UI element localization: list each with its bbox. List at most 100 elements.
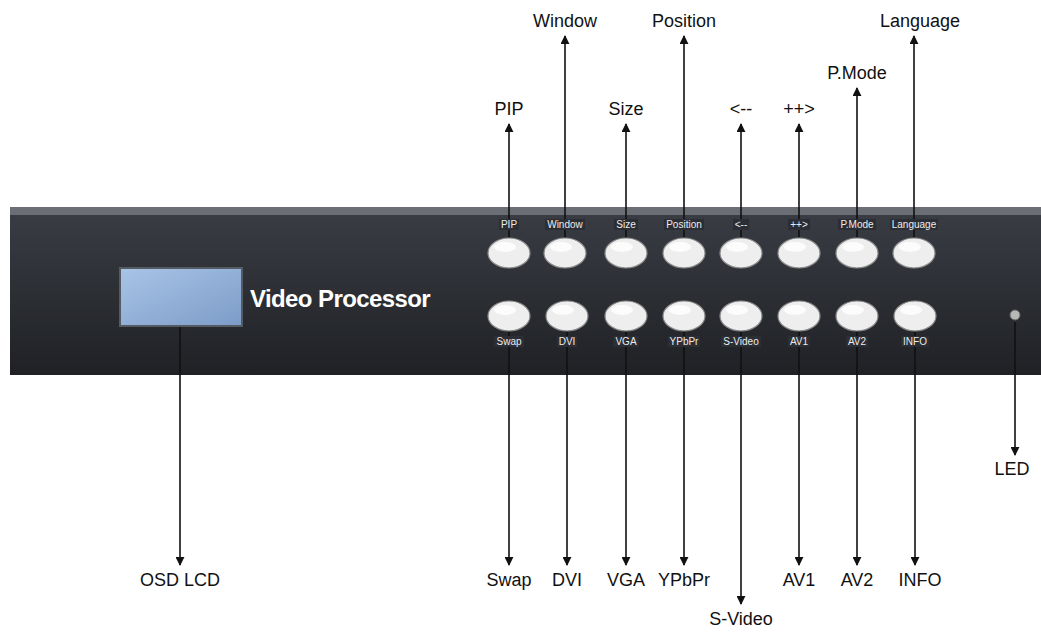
front-panel — [10, 207, 1041, 375]
callout-label: LED — [994, 458, 1029, 480]
button-label-text: Language — [890, 219, 939, 230]
button-cap — [829, 236, 885, 270]
button-face — [605, 238, 647, 268]
button-face — [836, 238, 878, 268]
button-face — [720, 301, 762, 331]
callout-label: OSD LCD — [140, 569, 220, 591]
callout-label: S-Video — [709, 608, 773, 630]
button-label-text: VGA — [613, 336, 638, 347]
button-cap — [771, 236, 827, 270]
button-label: ++> — [771, 218, 827, 232]
leader-line — [683, 36, 685, 238]
button-face — [488, 301, 530, 331]
leader-line — [564, 36, 566, 238]
button-label-text: Size — [614, 219, 637, 230]
leader-line — [856, 88, 858, 238]
button-cap — [656, 299, 712, 333]
panel-button: S-Video — [713, 299, 769, 355]
leader-line — [179, 327, 181, 565]
panel-button: Size — [598, 218, 654, 274]
button-label-text: Swap — [494, 336, 523, 347]
button-cap — [539, 299, 595, 333]
button-cap — [887, 299, 943, 333]
leader-line — [798, 331, 800, 565]
button-cap — [713, 299, 769, 333]
button-face — [605, 301, 647, 331]
panel-button: Swap — [481, 299, 537, 355]
leader-line — [625, 331, 627, 565]
button-label-text: YPbPr — [668, 336, 701, 347]
button-face — [893, 238, 935, 268]
button-label: DVI — [539, 335, 595, 349]
button-cap — [771, 299, 827, 333]
button-cap — [713, 236, 769, 270]
button-label: AV1 — [771, 335, 827, 349]
leader-line — [1014, 322, 1016, 455]
button-label-text: ++> — [788, 219, 810, 230]
button-cap — [481, 299, 537, 333]
button-label-text: P.Mode — [838, 219, 875, 230]
button-label: <-- — [713, 218, 769, 232]
panel-button: AV2 — [829, 299, 885, 355]
panel-button: Position — [656, 218, 712, 274]
button-label-text: INFO — [901, 336, 929, 347]
callout-label: PIP — [494, 98, 523, 120]
button-face — [836, 301, 878, 331]
button-cap — [598, 236, 654, 270]
button-shine — [611, 305, 633, 315]
button-shine — [669, 305, 691, 315]
button-shine — [494, 242, 516, 252]
button-cap — [829, 299, 885, 333]
button-label: AV2 — [829, 335, 885, 349]
button-label-text: S-Video — [721, 336, 760, 347]
leader-line — [856, 331, 858, 565]
leader-line — [914, 331, 916, 565]
callout-label: <-- — [730, 98, 753, 120]
front-panel: Video Processor PIP Window Size Position <-- +… — [10, 207, 1041, 375]
button-shine — [494, 305, 516, 315]
callout-label: AV2 — [841, 569, 874, 591]
callout-label: Position — [652, 10, 716, 32]
button-label: Position — [656, 218, 712, 232]
button-label: P.Mode — [829, 218, 885, 232]
button-label-text: Window — [545, 219, 585, 230]
button-shine — [900, 305, 922, 315]
callout-label: YPbPr — [658, 569, 710, 591]
button-shine — [784, 242, 806, 252]
button-label: Swap — [481, 335, 537, 349]
panel-button: Window — [537, 218, 593, 274]
button-label: Window — [537, 218, 593, 232]
panel-button: P.Mode — [829, 218, 885, 274]
button-label: VGA — [598, 335, 654, 349]
callout-label: DVI — [552, 569, 582, 591]
device-title: Video Processor — [250, 285, 430, 313]
panel-button: INFO — [887, 299, 943, 355]
callout-label: AV1 — [783, 569, 816, 591]
button-face — [488, 238, 530, 268]
leader-lines — [180, 36, 1015, 604]
callout-label: Size — [608, 98, 643, 120]
button-face — [894, 301, 936, 331]
panel-button: YPbPr — [656, 299, 712, 355]
button-shine — [550, 242, 572, 252]
button-shine — [726, 305, 748, 315]
button-shine — [842, 305, 864, 315]
button-shine — [899, 242, 921, 252]
button-label: Size — [598, 218, 654, 232]
button-label-text: PIP — [499, 219, 519, 230]
button-face — [663, 238, 705, 268]
panel-button: ++> — [771, 218, 827, 274]
button-cap — [481, 236, 537, 270]
leader-line — [566, 331, 568, 565]
button-label-text: DVI — [557, 336, 578, 347]
panel-button: Language — [886, 218, 942, 274]
button-face — [546, 301, 588, 331]
button-label-text: AV1 — [788, 336, 810, 347]
button-label-text: <-- — [733, 219, 750, 230]
panel-button: AV1 — [771, 299, 827, 355]
button-label-text: Position — [664, 219, 704, 230]
callout-label: VGA — [607, 569, 645, 591]
led-light — [1010, 310, 1020, 320]
button-label: S-Video — [713, 335, 769, 349]
panel-button: PIP — [481, 218, 537, 274]
